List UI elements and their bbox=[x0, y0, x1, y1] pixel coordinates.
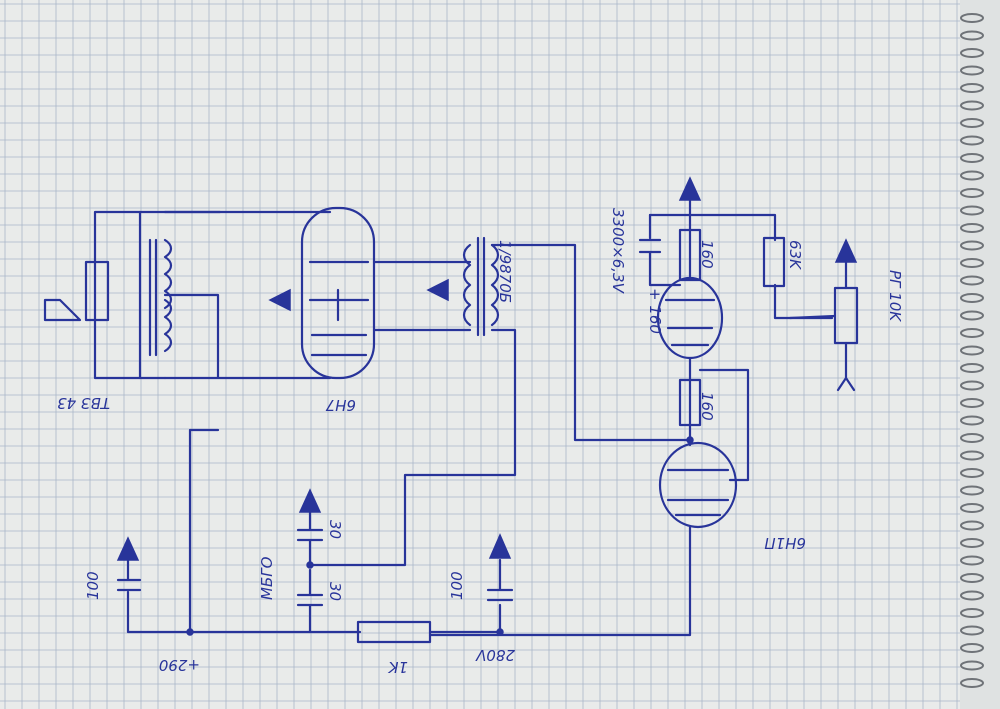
spiral-ring bbox=[960, 450, 984, 461]
label-tube-6n7: 6Н7 bbox=[325, 396, 356, 414]
spiral-ring bbox=[960, 170, 984, 181]
spiral-ring bbox=[960, 573, 984, 583]
spiral-ring bbox=[960, 223, 984, 233]
spiral-ring bbox=[960, 538, 984, 548]
spiral-ring bbox=[960, 608, 984, 618]
spiral-ring bbox=[960, 625, 984, 636]
spiral-ring bbox=[960, 555, 984, 566]
spiral-ring bbox=[960, 48, 984, 58]
spiral-ring bbox=[960, 520, 984, 531]
spiral-ring bbox=[960, 503, 984, 513]
label-interstage-transformer: 1/9870Б bbox=[496, 240, 514, 303]
spiral-ring bbox=[960, 135, 984, 146]
spiral-ring bbox=[960, 153, 984, 163]
spiral-ring bbox=[960, 678, 984, 688]
spiral-ring bbox=[960, 13, 984, 23]
spiral-ring bbox=[960, 345, 984, 356]
tube-6n1p-symbol bbox=[428, 176, 834, 637]
spiral-ring bbox=[960, 205, 984, 216]
spiral-ring bbox=[960, 363, 984, 373]
label-cap-100-left: 100 bbox=[84, 571, 102, 600]
spiral-ring bbox=[960, 293, 984, 303]
spiral-ring bbox=[960, 275, 984, 286]
label-voltage-290: +290 bbox=[159, 656, 200, 674]
spiral-ring bbox=[960, 30, 984, 41]
label-cap-100-right: 100 bbox=[448, 571, 466, 600]
potentiometer-symbol bbox=[788, 238, 859, 392]
label-cap-mbgo: МБГО bbox=[258, 556, 276, 600]
spiral-ring bbox=[960, 643, 984, 653]
output-transformer-symbol bbox=[43, 210, 332, 380]
spiral-ring bbox=[960, 328, 984, 338]
spiral-ring bbox=[960, 380, 984, 391]
spiral-ring bbox=[960, 398, 984, 408]
label-tube-6n1p: 6Н1П bbox=[764, 534, 806, 552]
spiral-ring bbox=[960, 433, 984, 443]
label-cap-30-b: 30 bbox=[326, 582, 344, 601]
spiral-ring bbox=[960, 100, 984, 111]
label-cap-top-value: 3300×6,3V bbox=[609, 208, 627, 295]
spiral-ring bbox=[960, 83, 984, 93]
graph-paper-grid bbox=[0, 0, 960, 709]
spiral-ring bbox=[960, 485, 984, 496]
spiral-ring bbox=[960, 240, 984, 251]
spiral-ring bbox=[960, 188, 984, 198]
label-res-63k: 63K bbox=[786, 240, 804, 270]
label-res-1k: 1K bbox=[387, 658, 408, 676]
label-cap-top-plus: + 160 bbox=[646, 288, 664, 334]
label-res-160-lower: 160 bbox=[698, 392, 716, 421]
label-cap-30-a: 30 bbox=[326, 520, 344, 539]
power-supply-section bbox=[116, 428, 694, 644]
label-pot-rg10k: РГ 10K bbox=[886, 270, 904, 322]
label-res-160-upper: 160 bbox=[698, 240, 716, 269]
label-voltage-280: 280V bbox=[474, 646, 515, 664]
spiral-ring bbox=[960, 660, 984, 671]
spiral-ring bbox=[960, 258, 984, 268]
spiral-ring bbox=[960, 415, 984, 426]
interstage-transformer-symbol bbox=[308, 236, 692, 567]
spiral-ring bbox=[960, 65, 984, 76]
label-output-transformer: ТВЗ 43 bbox=[57, 394, 110, 412]
spiral-ring bbox=[960, 310, 984, 321]
spiral-ring bbox=[960, 590, 984, 601]
spiral-ring bbox=[960, 118, 984, 128]
tube-6n7-symbol bbox=[268, 206, 472, 380]
spiral-ring bbox=[960, 468, 984, 478]
spiral-binding bbox=[960, 0, 1000, 709]
